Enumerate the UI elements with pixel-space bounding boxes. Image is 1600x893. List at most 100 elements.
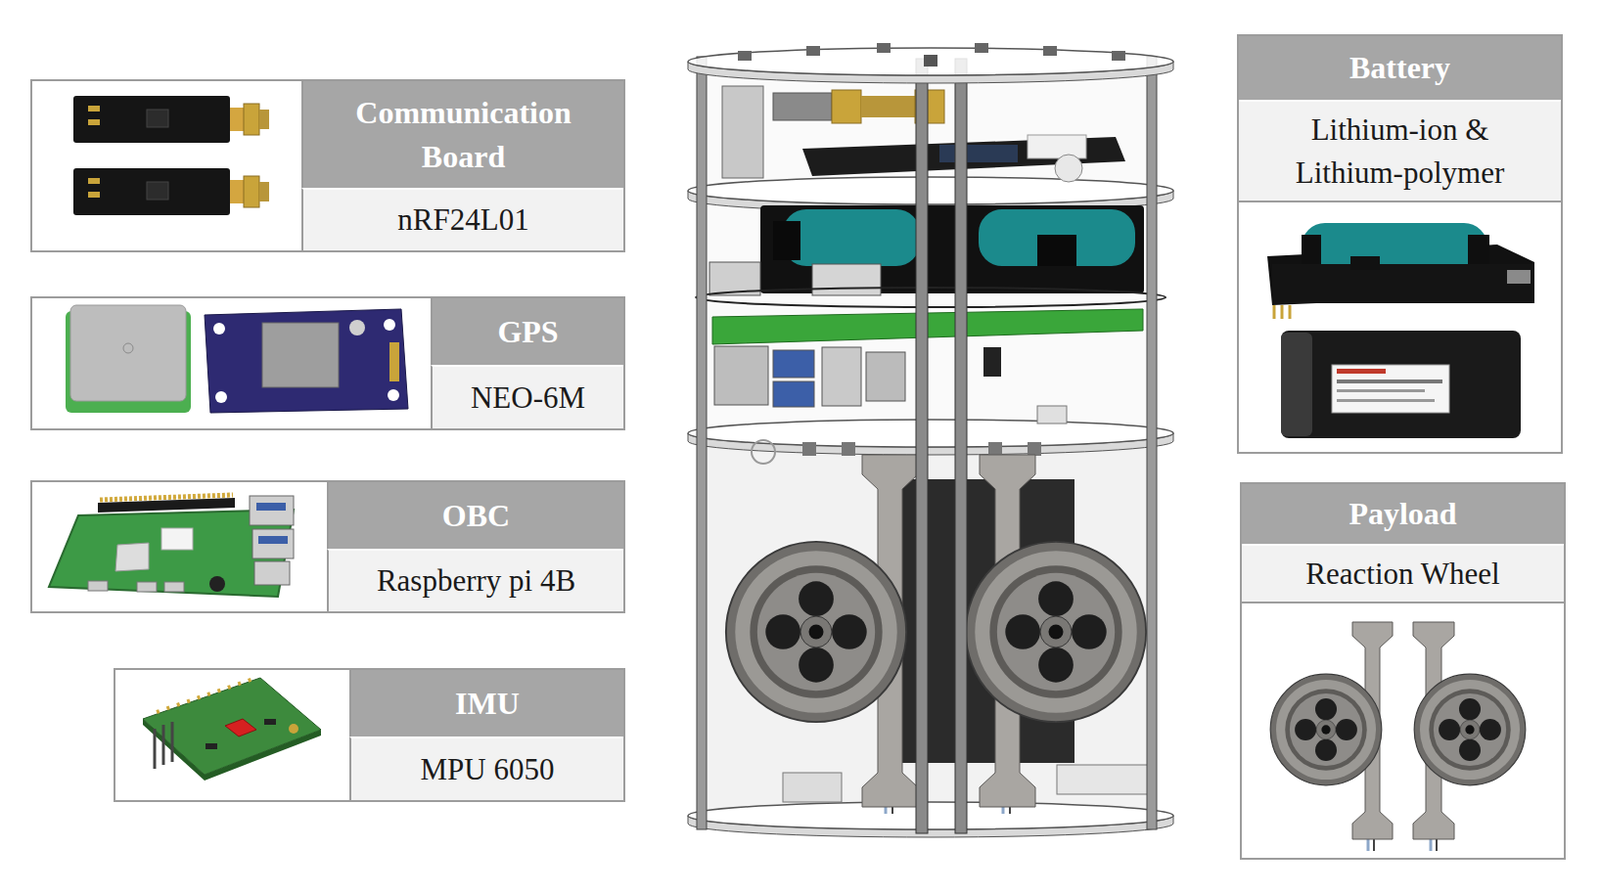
sma-tip <box>259 109 270 130</box>
mount-hole <box>383 319 396 331</box>
support-rod <box>696 56 707 830</box>
component-name: nRF24L01 <box>397 198 529 241</box>
imu-chip <box>225 719 257 737</box>
batteries <box>1267 223 1535 439</box>
gps-modules <box>65 305 409 413</box>
header-cell: Battery <box>1238 36 1561 100</box>
gps-pcb <box>204 309 409 413</box>
mount-hole <box>215 391 228 404</box>
power-port <box>88 581 108 592</box>
component-card: IMU MPU 6050 <box>113 668 626 803</box>
reaction-wheel <box>1270 674 1382 786</box>
header-cell: OBC <box>326 482 624 549</box>
capacitor <box>983 347 1002 377</box>
component-name: Raspberry pi 4B <box>376 559 576 602</box>
label-mark <box>1336 368 1386 374</box>
component-heading: IMU <box>455 682 520 727</box>
radio-chip <box>146 182 169 200</box>
reaction-wheel <box>726 542 907 723</box>
antenna-feed <box>123 343 134 354</box>
soc-chip <box>115 543 149 572</box>
ethernet-port <box>254 561 290 586</box>
nut <box>974 43 989 53</box>
label-mark <box>1336 389 1425 393</box>
driver-board <box>1056 765 1150 795</box>
cubesat-assembly <box>687 43 1174 838</box>
pcb-pad <box>88 105 100 112</box>
mount-hole <box>387 389 400 402</box>
lipo-pack <box>1280 330 1521 439</box>
gps-board <box>939 144 1018 163</box>
lipo-label <box>1331 365 1450 413</box>
pin-header <box>389 342 400 382</box>
usb-insert <box>258 536 288 545</box>
pin-row <box>156 678 257 713</box>
pin <box>153 729 157 770</box>
mount-hole <box>288 724 299 734</box>
nut <box>988 442 1003 457</box>
value-cell: Lithium-ion & Lithium-polymer <box>1238 99 1561 203</box>
sma-connector <box>831 90 862 124</box>
usb-port <box>249 496 294 526</box>
component-name: Reaction Wheel <box>1305 552 1500 595</box>
value-cell: MPU 6050 <box>349 736 624 801</box>
imu-pcb <box>142 678 321 776</box>
usb-port <box>773 350 815 378</box>
sma-tip <box>259 182 270 202</box>
value-cell: Raspberry pi 4B <box>326 548 624 612</box>
component-name: Lithium-ion & Lithium-polymer <box>1262 108 1538 194</box>
value-cell: Reaction Wheel <box>1241 544 1564 604</box>
component-name: MPU 6050 <box>420 748 555 791</box>
sma-connector <box>861 95 915 118</box>
label-mark <box>1336 379 1443 384</box>
battery-cell <box>782 209 920 267</box>
capacitor <box>1054 154 1083 183</box>
holder-pin <box>1288 305 1292 320</box>
gpio-pins <box>99 495 233 501</box>
nut <box>737 50 752 61</box>
component-heading: Payload <box>1348 492 1457 537</box>
header-cell: GPS <box>430 298 624 366</box>
thin-plate <box>695 287 1166 308</box>
nut <box>806 45 821 56</box>
pcb-pad <box>88 178 100 184</box>
pcb-pad <box>88 191 100 198</box>
holder-pin <box>1273 305 1277 320</box>
component-card: BatteryLithium-ion & Lithium-polymer <box>1236 34 1563 455</box>
support-rod <box>955 58 967 834</box>
usb-port <box>773 381 815 408</box>
bottom-plate <box>687 802 1174 830</box>
radio-pcb <box>73 95 230 143</box>
component-card: GPS NEO-6M <box>30 296 626 431</box>
holder-clip <box>773 221 801 261</box>
upper-plate <box>687 177 1174 205</box>
imu-board <box>142 678 321 781</box>
nut <box>1043 45 1057 56</box>
reaction-wheels <box>1270 622 1526 852</box>
component-name: NEO-6M <box>470 376 586 419</box>
header-cell: IMU <box>349 670 624 737</box>
usb-port <box>866 352 906 402</box>
radio-modules <box>73 95 270 216</box>
component-card: OBC Raspberry pi 4B <box>30 480 626 614</box>
header-cell: Communication Board <box>301 81 624 188</box>
support-rod <box>915 58 928 834</box>
cable-loop <box>751 440 776 464</box>
holder-pin <box>1280 305 1284 320</box>
ethernet-port <box>714 346 769 406</box>
radio-pcb <box>73 168 230 216</box>
radio-chip <box>146 109 169 128</box>
holder-clip <box>1037 234 1077 267</box>
mount-hole <box>213 322 226 335</box>
holder-clip <box>1301 234 1322 265</box>
driver-board <box>782 773 842 803</box>
value-cell: NEO-6M <box>430 365 624 429</box>
nut <box>923 54 938 67</box>
gps-chip <box>262 322 339 388</box>
component-heading: GPS <box>497 310 558 355</box>
component-card: Communication Board nRF24L01 <box>30 79 626 253</box>
raspberry-pi <box>48 495 294 597</box>
reaction-wheel <box>1414 674 1526 786</box>
top-plate <box>687 47 1174 76</box>
